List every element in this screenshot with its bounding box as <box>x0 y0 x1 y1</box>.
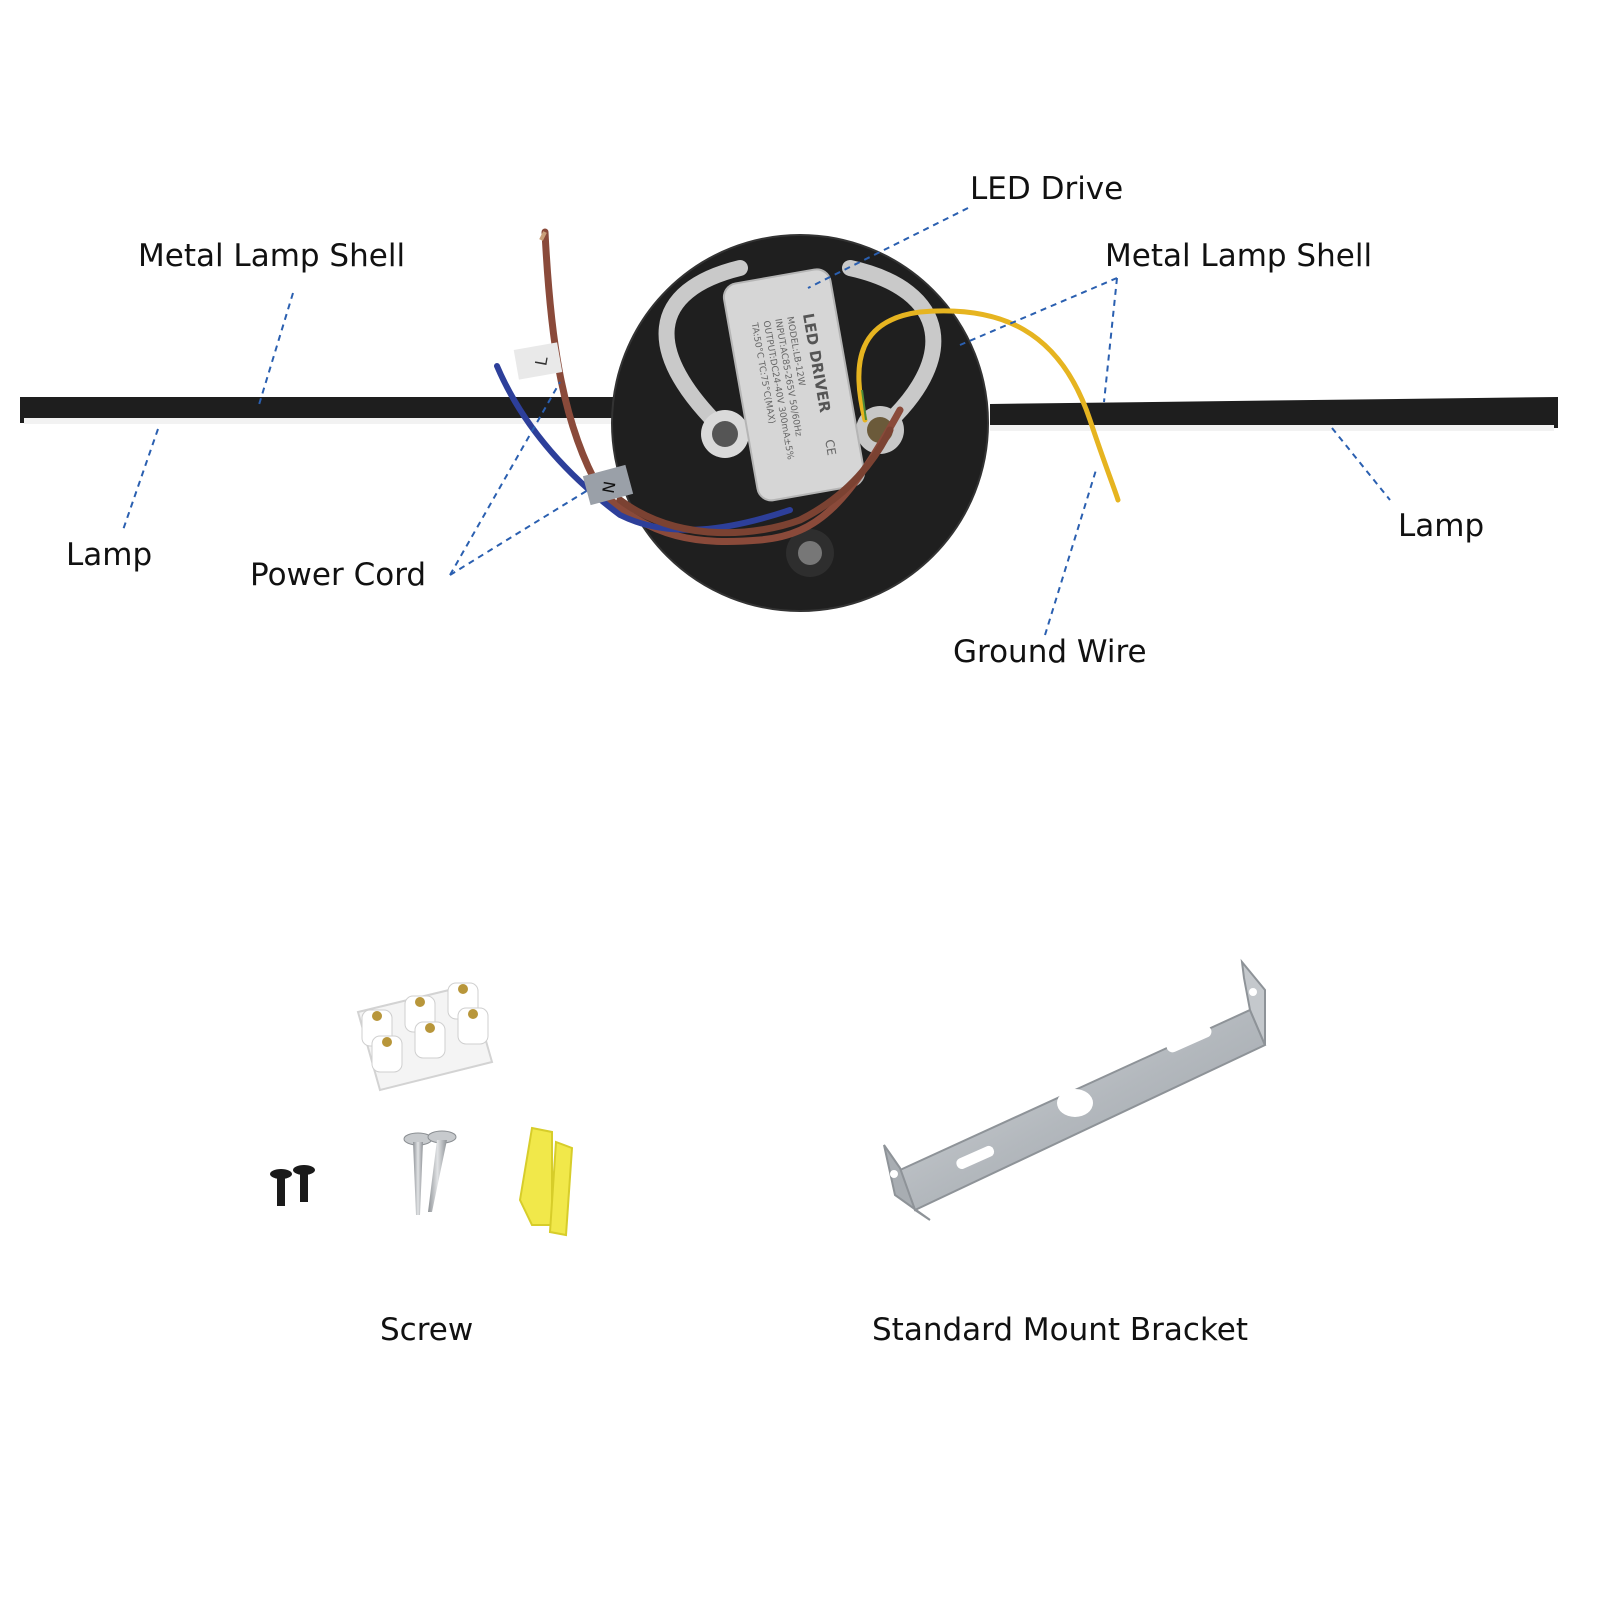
svg-text:L: L <box>531 355 551 367</box>
wire-tag-neutral: N <box>582 464 634 506</box>
driver-cert: CE <box>822 438 839 456</box>
svg-text:N: N <box>599 480 620 495</box>
mount-bracket <box>883 958 1267 1221</box>
label-led-drive: LED Drive <box>970 171 1124 207</box>
label-lamp-right: Lamp <box>1398 508 1485 544</box>
lamp-bar-right <box>990 397 1558 431</box>
leader-lines <box>122 207 1391 636</box>
label-ground-wire: Ground Wire <box>953 634 1147 670</box>
label-metal-lamp-shell-right: Metal Lamp Shell <box>1105 238 1373 274</box>
terminal-block <box>356 982 494 1092</box>
wall-anchors <box>518 1126 574 1237</box>
led-driver: LED DRIVER MODEL:LB-12W INPUT:AC85-265V … <box>722 268 866 502</box>
black-screws <box>270 1165 315 1206</box>
label-screw: Screw <box>380 1312 474 1348</box>
ground-wire <box>856 308 1121 503</box>
label-lamp-left: Lamp <box>66 537 153 573</box>
label-power-cord: Power Cord <box>250 557 427 593</box>
label-metal-lamp-shell-left: Metal Lamp Shell <box>138 238 406 274</box>
wood-screws <box>403 1130 457 1215</box>
label-standard-mount-bracket: Standard Mount Bracket <box>872 1312 1249 1348</box>
wire-tag-live: L <box>513 342 563 380</box>
neutral-wire <box>494 363 793 533</box>
